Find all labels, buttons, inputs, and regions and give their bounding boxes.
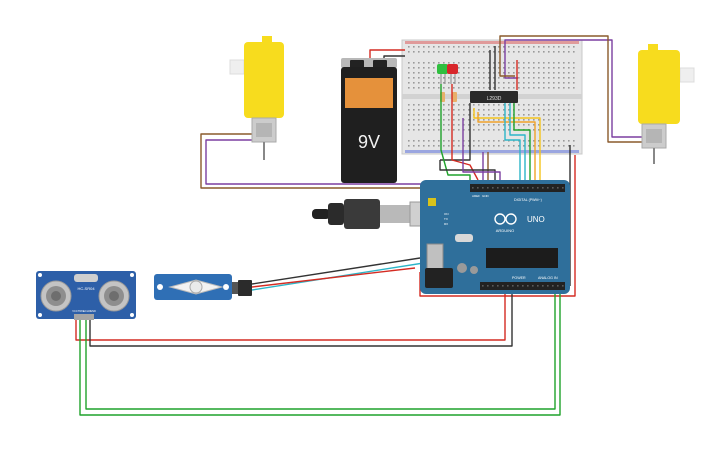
bb-to-arduino-black xyxy=(439,160,496,180)
right-motor-brown-wire xyxy=(499,35,642,143)
red-led xyxy=(447,64,458,84)
power-header-label: POWER xyxy=(512,276,526,280)
rx-led-label: RX xyxy=(444,222,448,226)
ultrasonic-sensor: HC-SR04 VCC TRIG ECHO GND xyxy=(36,271,136,320)
chip-wire-yellow xyxy=(473,108,541,180)
servo-horn xyxy=(168,279,224,295)
dc-motor-left xyxy=(229,36,284,160)
chip-wire-cyan-1 xyxy=(504,103,521,180)
green-led xyxy=(437,64,448,84)
chip-wire-cyan-2 xyxy=(509,103,526,180)
sensor-pin-gnd: GND xyxy=(90,309,96,313)
usb-cable xyxy=(312,199,437,229)
arduino-brand: ARDUINO xyxy=(496,228,514,233)
gnd-label: GND xyxy=(482,194,490,198)
led-wire-black xyxy=(440,103,471,161)
chip-label: L293D xyxy=(487,96,502,102)
servo-red-wire xyxy=(251,267,416,288)
transducer-left xyxy=(40,280,72,312)
sensor-green-wire-2 xyxy=(85,294,556,410)
arduino-uno: ARDUINO UNO DIGITAL (PWM~) POWER ANALOG … xyxy=(420,180,570,294)
sensor-pin-echo: ECHO xyxy=(83,309,91,313)
transducer-right xyxy=(98,280,130,312)
arduino-logo xyxy=(494,213,517,225)
analog-header-label: ANALOG IN xyxy=(538,276,558,280)
aref-label: AREF xyxy=(472,194,480,198)
bb-to-arduino-purple xyxy=(462,160,501,180)
sensor-pin-trig: TRIG xyxy=(78,309,84,313)
arduino-model: UNO xyxy=(527,215,545,224)
chip-wire-orange xyxy=(477,112,536,180)
sensor-label: HC-SR04 xyxy=(77,286,95,291)
battery-9v: 9V xyxy=(341,58,397,183)
on-led-label: ON xyxy=(444,212,449,216)
l293d-chip: L293D xyxy=(470,91,518,103)
tx-led-label: TX xyxy=(444,217,448,221)
battery-label: 9V xyxy=(358,132,380,152)
sensor-red-wire xyxy=(75,294,506,341)
sensor-pin-vcc: VCC xyxy=(72,309,78,313)
dc-motor-right xyxy=(638,44,695,164)
sensor-green-wire-1 xyxy=(79,294,561,416)
led-wire-green xyxy=(440,84,471,180)
right-motor-purple-wire xyxy=(504,39,642,138)
sensor-black-wire xyxy=(89,294,513,347)
left-motor-brown-wire xyxy=(200,133,489,189)
left-motor-purple-wire xyxy=(205,139,484,185)
servo-motor xyxy=(154,274,252,300)
chip-wire-green xyxy=(513,103,531,180)
digital-header-label: DIGITAL (PWM~) xyxy=(514,198,542,202)
arduino-pins xyxy=(472,187,564,287)
